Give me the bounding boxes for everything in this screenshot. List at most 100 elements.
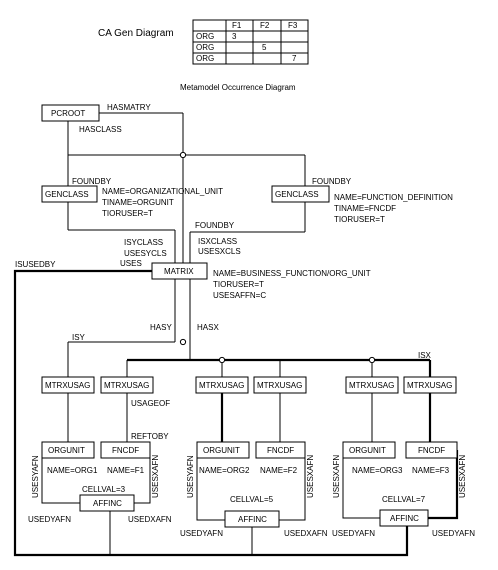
mtrxusag-label: MTRXUSAG [45, 381, 90, 390]
cellval-labels: CELLVAL=3 CELLVAL=5 CELLVAL=7 [82, 485, 426, 504]
label-uses: USES [120, 259, 142, 268]
label-usesycls: USESYCLS [124, 249, 167, 258]
affinc-label: AFFINC [238, 515, 267, 524]
mtrxusag-label: MTRXUSAG [104, 381, 149, 390]
label-usedxafn: USEDXAFN [284, 529, 328, 538]
node-genclass-right: GENCLASS [271, 185, 330, 203]
connector-lines [13, 112, 459, 557]
label-foundby-left: FOUNDBY [72, 177, 112, 186]
genclass-left-label: GENCLASS [45, 190, 89, 199]
mtrxusag-label: MTRXUSAG [199, 381, 244, 390]
label-hasclass: HASCLASS [79, 125, 122, 134]
name-f3: NAME=F3 [412, 466, 450, 475]
attributes-genclass-left: NAME=ORGANIZATIONAL_UNIT TINAME=ORGUNIT … [102, 187, 223, 218]
label-usedyafn: USEDYAFN [432, 529, 475, 538]
diagram-subtitle: Metamodel Occurrence Diagram [180, 83, 296, 92]
attr-line: TINAME=FNCDF [334, 204, 396, 213]
orgunit-label: ORGUNIT [203, 446, 240, 455]
affinc-label: AFFINC [93, 499, 122, 508]
summary-table: F1 F2 F3 ORG ORG ORG 3 5 7 [192, 19, 309, 65]
label-usageof: USAGEOF [131, 399, 170, 408]
junction-dots [179, 151, 376, 364]
relationship-labels: HASMATRY HASCLASS FOUNDBY FOUNDBY FOUNDB… [15, 103, 432, 441]
node-orgunit-2: ORGUNIT [196, 441, 250, 459]
label-usedyafn: USEDYAFN [180, 529, 223, 538]
table-cell: 3 [232, 32, 237, 41]
label-usedyafn: USEDYAFN [332, 529, 375, 538]
node-fncdf-2: FNCDF [255, 441, 306, 459]
table-cell: 7 [292, 54, 297, 63]
table-row-label: ORG [196, 54, 214, 63]
node-orgunit-1: ORGUNIT [41, 441, 95, 459]
diagram-title: CA Gen Diagram [98, 28, 174, 39]
label-foundby-center: FOUNDBY [195, 221, 235, 230]
node-mtrxusag-3: MTRXUSAG [195, 376, 249, 394]
vertical-labels: USESYAFN USESXAFN USESYAFN USESXAFN USES… [31, 455, 467, 498]
name-org1: NAME=ORG1 [47, 466, 98, 475]
cellval-2: CELLVAL=5 [230, 495, 274, 504]
fncdf-label: FNCDF [267, 446, 294, 455]
node-matrix: MATRIX [151, 262, 208, 280]
label-usesxafn: USESXAFN [151, 455, 160, 498]
attributes-genclass-right: NAME=FUNCTION_DEFINITION TINAME=FNCDF TI… [334, 193, 453, 224]
table-row-label: ORG [196, 32, 214, 41]
node-mtrxusag-2: MTRXUSAG [100, 376, 154, 394]
label-usedyafn: USEDYAFN [28, 515, 71, 524]
label-hasy: HASY [150, 323, 172, 332]
bottom-labels: USEDYAFN USEDXAFN USEDYAFN USEDXAFN USED… [28, 515, 475, 538]
table-header-f2: F2 [260, 21, 270, 30]
instance-names: NAME=ORG1 NAME=F1 NAME=ORG2 NAME=F2 NAME… [47, 466, 450, 475]
attr-line: TIORUSER=T [334, 215, 385, 224]
genclass-right-label: GENCLASS [275, 190, 319, 199]
label-usesxafn: USESXAFN [332, 455, 341, 498]
matrix-label: MATRIX [164, 267, 194, 276]
fncdf-label: FNCDF [112, 446, 139, 455]
name-org2: NAME=ORG2 [199, 466, 250, 475]
node-mtrxusag-5: MTRXUSAG [345, 376, 399, 394]
node-pcroot: PCROOT [41, 104, 100, 122]
node-affinc-1: AFFINC [79, 494, 135, 512]
label-hasmatry: HASMATRY [107, 103, 151, 112]
node-genclass-left: GENCLASS [41, 185, 98, 203]
label-usesyafn: USESYAFN [31, 455, 40, 498]
node-affinc-2: AFFINC [224, 510, 280, 528]
orgunit-label: ORGUNIT [349, 446, 386, 455]
label-usesxcls: USESXCLS [198, 247, 241, 256]
affinc-label: AFFINC [390, 514, 419, 523]
label-usesyafn: USESYAFN [186, 455, 195, 498]
cellval-3: CELLVAL=7 [382, 495, 426, 504]
table-row-label: ORG [196, 43, 214, 52]
node-mtrxusag-4: MTRXUSAG [253, 376, 307, 394]
fncdf-label: FNCDF [418, 446, 445, 455]
attr-line: NAME=FUNCTION_DEFINITION [334, 193, 453, 202]
label-isy: ISY [72, 333, 86, 342]
name-f2: NAME=F2 [260, 466, 298, 475]
table-header-f1: F1 [232, 21, 242, 30]
label-reftoby: REFTOBY [131, 432, 169, 441]
label-isusedby: ISUSEDBY [15, 260, 56, 269]
table-cell: 5 [262, 43, 267, 52]
mtrxusag-label: MTRXUSAG [349, 381, 394, 390]
orgunit-label: ORGUNIT [48, 446, 85, 455]
label-hasx: HASX [197, 323, 219, 332]
label-isx: ISX [418, 351, 432, 360]
attr-line: NAME=ORGANIZATIONAL_UNIT [102, 187, 223, 196]
attr-line: TIORUSER=T [213, 280, 264, 289]
node-orgunit-3: ORGUNIT [342, 441, 396, 459]
mtrxusag-label: MTRXUSAG [257, 381, 302, 390]
name-org3: NAME=ORG3 [352, 466, 403, 475]
cellval-1: CELLVAL=3 [82, 485, 126, 494]
label-usesxafn: USESXAFN [458, 455, 467, 498]
attr-line: NAME=BUSINESS_FUNCTION/ORG_UNIT [213, 269, 371, 278]
node-mtrxusag-1: MTRXUSAG [41, 376, 95, 394]
node-fncdf-3: FNCDF [405, 441, 458, 459]
label-usesxafn: USESXAFN [306, 455, 315, 498]
node-mtrxusag-6: MTRXUSAG [403, 376, 457, 394]
table-header-f3: F3 [288, 21, 298, 30]
node-fncdf-1: FNCDF [100, 441, 151, 459]
attr-line: USESAFFN=C [213, 291, 266, 300]
name-f1: NAME=F1 [107, 466, 145, 475]
node-affinc-3: AFFINC [379, 509, 429, 527]
